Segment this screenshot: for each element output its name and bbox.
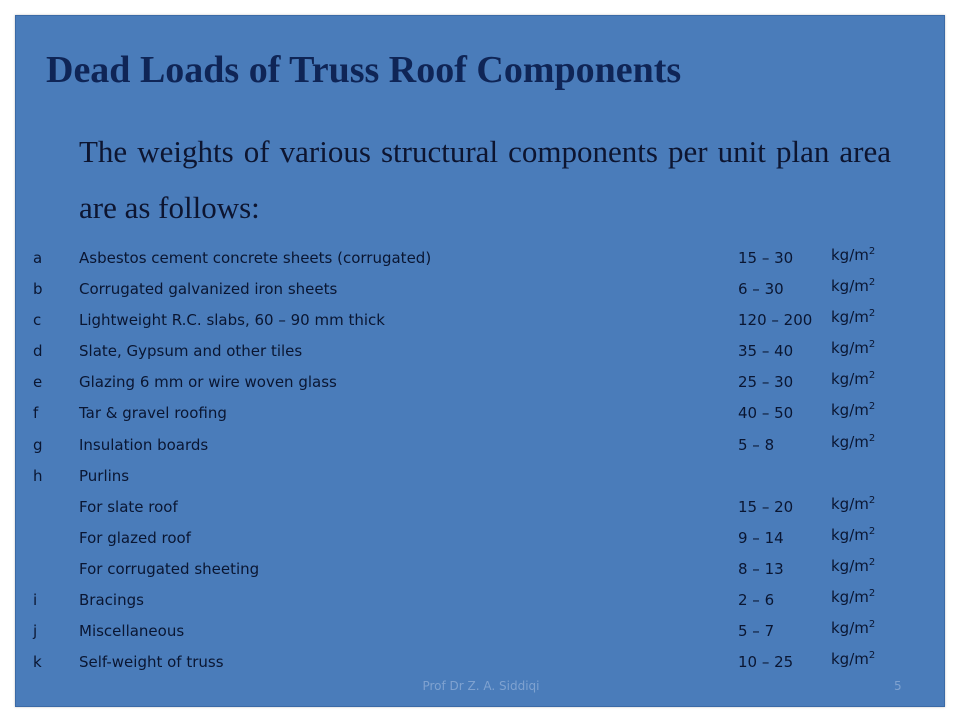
row-range: 10 – 25 <box>738 653 794 672</box>
table-row: j Miscellaneous 5 – 7 kg/m2 <box>16 616 944 647</box>
row-description: Bracings <box>79 591 144 610</box>
unit-base: kg/m <box>831 588 869 607</box>
table-row: b Corrugated galvanized iron sheets 6 – 30… <box>16 274 944 305</box>
unit-base: kg/m <box>831 277 869 296</box>
load-table: a Asbestos cement concrete sheets (corrug… <box>16 243 944 678</box>
table-row: h Purlins <box>16 461 944 492</box>
row-range: 2 – 6 <box>738 591 775 610</box>
slide: Dead Loads of Truss Roof Components The … <box>15 15 945 707</box>
row-range: 35 – 40 <box>738 342 794 361</box>
unit-exponent: 2 <box>868 588 876 600</box>
row-description: Self-weight of truss <box>79 653 224 672</box>
row-letter: j <box>33 622 38 641</box>
page-number: 5 <box>894 679 902 693</box>
row-unit: kg/m2 <box>831 246 875 264</box>
table-row: i Bracings 2 – 6 kg/m2 <box>16 585 944 616</box>
intro-paragraph: The weights of various structural compon… <box>79 134 891 225</box>
unit-base: kg/m <box>831 432 869 451</box>
row-unit: kg/m2 <box>831 433 875 451</box>
row-letter: c <box>33 311 42 330</box>
unit-exponent: 2 <box>868 339 876 351</box>
row-unit: kg/m2 <box>831 370 875 388</box>
row-letter: f <box>33 404 39 423</box>
row-unit: kg/m2 <box>831 339 875 357</box>
row-range: 40 – 50 <box>738 404 794 423</box>
row-letter: e <box>33 373 43 392</box>
row-description: Lightweight R.C. slabs, 60 – 90 mm thick <box>79 311 385 330</box>
table-row: e Glazing 6 mm or wire woven glass 25 – 30… <box>16 367 944 398</box>
row-letter: d <box>33 342 43 361</box>
table-row: g Insulation boards 5 – 8 kg/m2 <box>16 430 944 461</box>
row-letter: a <box>33 249 43 267</box>
row-range: 5 – 7 <box>738 622 775 641</box>
row-description: Purlins <box>79 466 130 485</box>
row-range: 15 – 20 <box>738 497 794 516</box>
unit-exponent: 2 <box>868 619 876 631</box>
unit-base: kg/m <box>831 401 869 420</box>
row-description: Asbestos cement concrete sheets (corruga… <box>79 249 432 267</box>
row-description: Insulation boards <box>79 435 209 454</box>
table-row: c Lightweight R.C. slabs, 60 – 90 mm thic… <box>16 305 944 336</box>
row-range: 6 – 30 <box>738 280 784 299</box>
row-letter: k <box>33 653 42 672</box>
row-range: 5 – 8 <box>738 435 775 454</box>
row-letter: h <box>33 466 43 485</box>
table-row: d Slate, Gypsum and other tiles 35 – 40 kg/… <box>16 336 944 367</box>
table-row: For glazed roof 9 – 14 kg/m2 <box>16 523 944 554</box>
row-description: For corrugated sheeting <box>79 559 260 578</box>
unit-exponent: 2 <box>868 432 876 444</box>
row-unit: kg/m2 <box>831 277 875 295</box>
unit-base: kg/m <box>831 619 869 638</box>
row-description: Tar & gravel roofing <box>79 404 227 423</box>
unit-base: kg/m <box>831 308 869 327</box>
unit-exponent: 2 <box>868 494 876 506</box>
unit-exponent: 2 <box>868 370 876 382</box>
row-range: 15 – 30 <box>738 249 794 267</box>
unit-exponent: 2 <box>868 401 876 413</box>
unit-base: kg/m <box>831 246 869 264</box>
unit-base: kg/m <box>831 370 869 389</box>
row-description: For glazed roof <box>79 528 191 547</box>
row-unit: kg/m2 <box>831 308 875 326</box>
row-description: Miscellaneous <box>79 622 185 641</box>
unit-base: kg/m <box>831 339 869 358</box>
unit-base: kg/m <box>831 494 869 513</box>
table-row: f Tar & gravel roofing 40 – 50 kg/m2 <box>16 398 944 429</box>
row-description: Corrugated galvanized iron sheets <box>79 280 338 299</box>
row-letter: b <box>33 280 43 299</box>
unit-exponent: 2 <box>868 308 876 320</box>
slide-title: Dead Loads of Truss Roof Components <box>46 49 682 91</box>
row-description: Slate, Gypsum and other tiles <box>79 342 303 361</box>
row-letter: g <box>33 435 43 454</box>
unit-base: kg/m <box>831 525 869 544</box>
table-row: a Asbestos cement concrete sheets (corrug… <box>16 243 944 274</box>
row-unit: kg/m2 <box>831 588 875 606</box>
row-range: 8 – 13 <box>738 559 784 578</box>
unit-base: kg/m <box>831 556 869 575</box>
row-description: For slate roof <box>79 497 178 516</box>
row-description: Glazing 6 mm or wire woven glass <box>79 373 337 392</box>
row-unit: kg/m2 <box>831 495 875 513</box>
row-unit: kg/m2 <box>831 557 875 575</box>
footer-author: Prof Dr Z. A. Siddiqi <box>422 679 540 693</box>
row-letter: i <box>33 591 38 610</box>
row-unit: kg/m2 <box>831 401 875 419</box>
row-range: 25 – 30 <box>738 373 794 392</box>
table-row: For corrugated sheeting 8 – 13 kg/m2 <box>16 554 944 585</box>
unit-exponent: 2 <box>868 556 876 568</box>
unit-base: kg/m <box>831 650 869 669</box>
row-range: 9 – 14 <box>738 528 784 547</box>
unit-exponent: 2 <box>868 525 876 537</box>
table-row: k Self-weight of truss 10 – 25 kg/m2 <box>16 647 944 678</box>
row-unit: kg/m2 <box>831 619 875 637</box>
unit-exponent: 2 <box>868 277 876 289</box>
table-row: For slate roof 15 – 20 kg/m2 <box>16 492 944 523</box>
row-unit: kg/m2 <box>831 526 875 544</box>
unit-exponent: 2 <box>868 246 876 257</box>
row-range: 120 – 200 <box>738 311 813 330</box>
row-unit: kg/m2 <box>831 650 875 668</box>
unit-exponent: 2 <box>868 650 876 662</box>
